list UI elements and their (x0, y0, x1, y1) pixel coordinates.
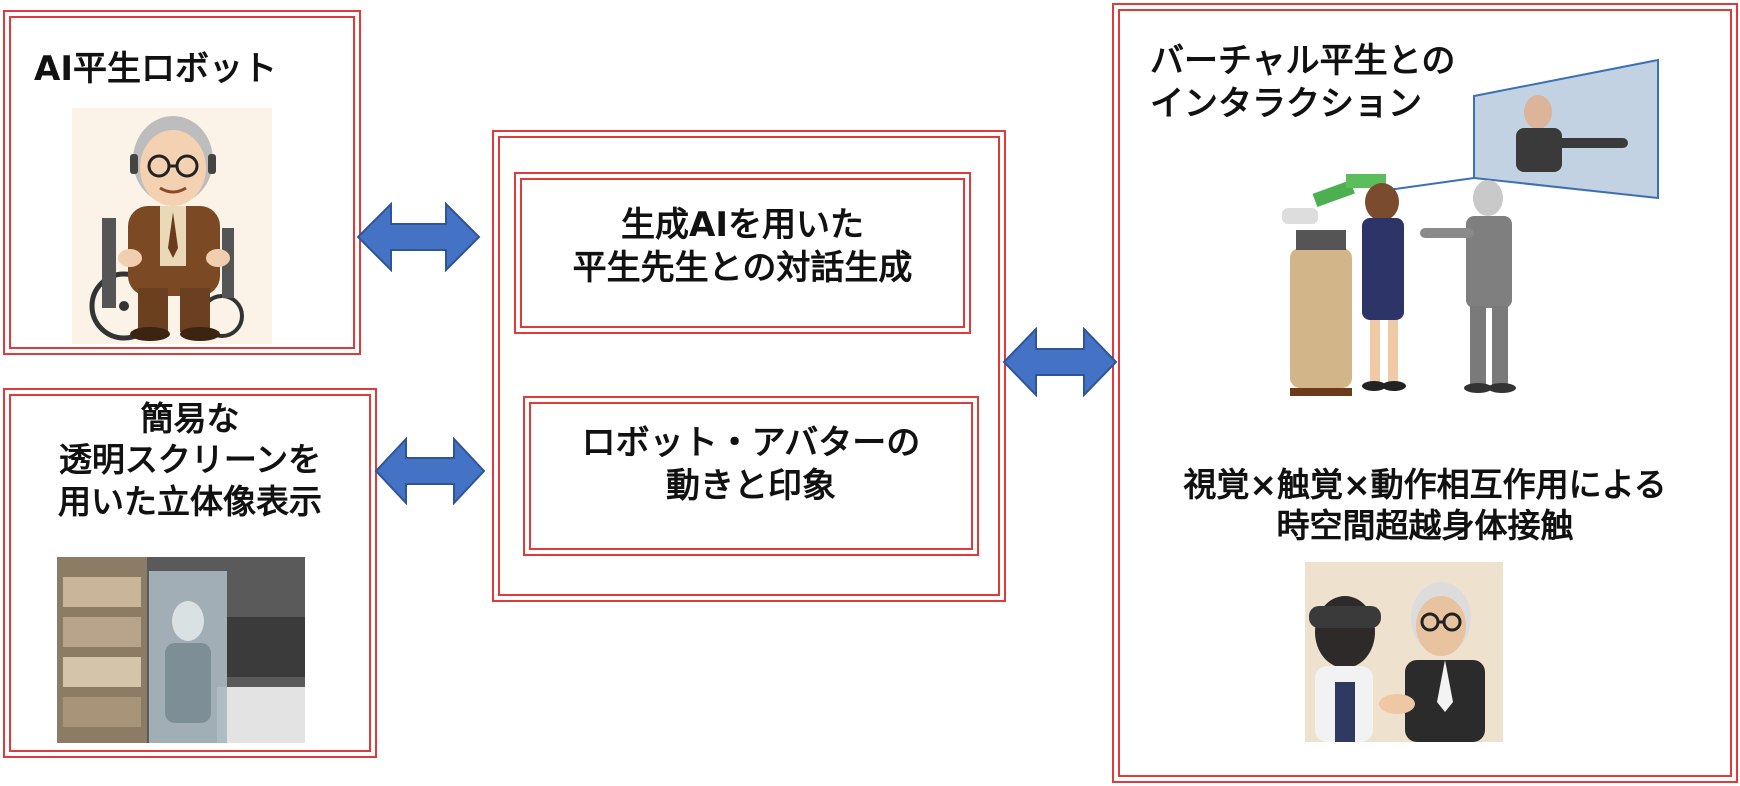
virtual-title: バーチャル平生との インタラクション (1150, 40, 1455, 125)
virtual-subtitle-line-1: 視覚×触覚×動作相互作用による (1183, 465, 1667, 504)
hologram-line-2: 透明スクリーンを (58, 440, 322, 480)
arrow-robot-center-icon (356, 202, 481, 272)
ai-robot-title: AI平生ロボット (34, 49, 277, 89)
virtual-subtitle-line-2: 時空間超越身体接触 (1276, 506, 1574, 546)
virtual-title-line-1: バーチャル平生との (1150, 41, 1456, 81)
vr-avatar-illustration (1270, 58, 1660, 398)
dialogue-generation-text: 生成AIを用いた 平生先生との対話生成 (514, 204, 971, 289)
ai-robot-panel (3, 10, 361, 355)
dialogue-line-2: 平生先生との対話生成 (572, 247, 913, 288)
virtual-subtitle: 視覚×触覚×動作相互作用による 時空間超越身体接触 (1112, 464, 1738, 547)
hologram-line-1: 簡易な (140, 399, 240, 438)
virtual-interaction-panel (1112, 3, 1738, 783)
motion-impression-text: ロボット・アバターの 動きと印象 (523, 422, 979, 507)
motion-impression-box (523, 396, 979, 556)
arrow-hologram-center-icon (374, 437, 486, 505)
hologram-panel (3, 388, 377, 758)
arrow-center-virtual-icon (1002, 327, 1118, 397)
hologram-photo (57, 557, 305, 743)
motion-line-2: 動きと印象 (666, 465, 836, 506)
hologram-text: 簡易な 透明スクリーンを 用いた立体像表示 (3, 398, 377, 522)
dialogue-generation-box (514, 172, 971, 334)
dialogue-line-1: 生成AIを用いた (621, 205, 864, 245)
handshake-illustration (1305, 562, 1503, 742)
center-panel (492, 130, 1006, 602)
motion-line-1: ロボット・アバターの (581, 423, 921, 463)
robot-illustration (72, 108, 272, 344)
hologram-line-3: 用いた立体像表示 (58, 481, 322, 521)
virtual-title-line-2: インタラクション (1150, 83, 1422, 124)
